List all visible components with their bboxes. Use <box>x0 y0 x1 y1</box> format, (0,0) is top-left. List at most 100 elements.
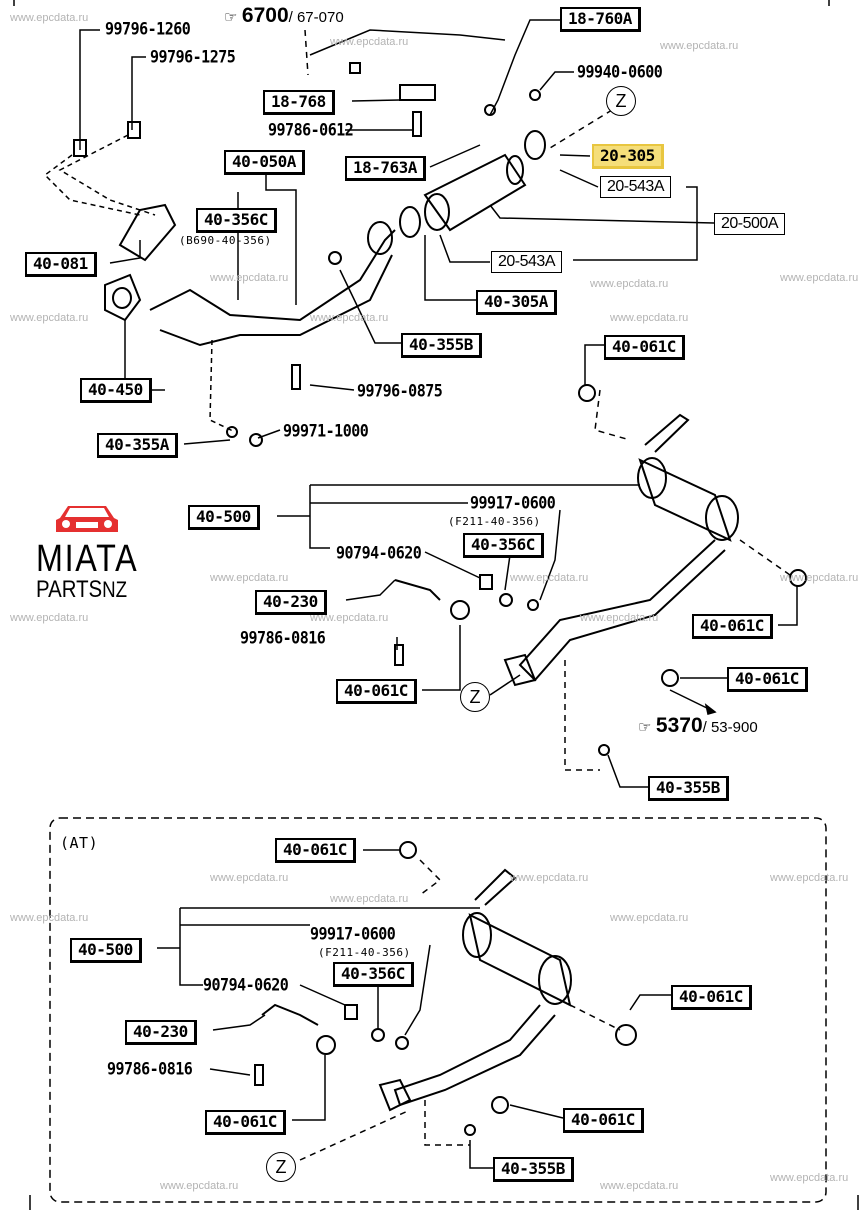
watermark: www.epcdata.ru <box>210 572 289 584</box>
bolt-icon <box>412 111 422 137</box>
part-40-356c-at[interactable]: 40-356C <box>333 962 414 987</box>
part-20-543a-2[interactable]: 20-543A <box>491 251 562 273</box>
ref-sub-number: / 67-070 <box>288 9 344 26</box>
miata-parts-nz-logo: MIATA PARTSNZ <box>36 500 146 602</box>
part-40-081[interactable]: 40-081 <box>25 252 97 277</box>
pointing-hand-icon: ☞ <box>638 719 652 736</box>
bracket-40-081 <box>118 203 177 262</box>
watermark: www.epcdata.ru <box>610 912 689 924</box>
hanger-rubber <box>399 841 417 859</box>
part-40-061c-4[interactable]: 40-061C <box>336 679 417 704</box>
part-40-450[interactable]: 40-450 <box>80 378 152 403</box>
catalytic-converter <box>423 153 527 232</box>
bolt-icon <box>73 139 87 157</box>
watermark: www.epcdata.ru <box>310 312 389 324</box>
watermark: www.epcdata.ru <box>10 312 89 324</box>
gasket-20-305 <box>524 130 546 160</box>
part-90794-0620[interactable]: 90794-0620 <box>336 542 422 564</box>
z-marker: Z <box>606 86 636 116</box>
part-40-061c-at-4[interactable]: 40-061C <box>563 1108 644 1133</box>
part-40-356c[interactable]: 40-356C <box>196 208 277 233</box>
watermark: www.epcdata.ru <box>160 1180 239 1192</box>
pointing-hand-icon: ☞ <box>224 9 238 26</box>
watermark: www.epcdata.ru <box>580 612 659 624</box>
part-40-500-at[interactable]: 40-500 <box>70 938 142 963</box>
part-20-305-highlighted[interactable]: 20-305 <box>592 144 664 169</box>
part-90794-0620-at[interactable]: 90794-0620 <box>203 974 289 996</box>
watermark: www.epcdata.ru <box>590 278 669 290</box>
hanger-rubber <box>316 1035 336 1055</box>
car-icon <box>56 506 118 532</box>
part-20-543a[interactable]: 20-543A <box>600 176 671 198</box>
watermark: www.epcdata.ru <box>210 272 289 284</box>
main-muffler <box>638 458 732 542</box>
part-99917-0600[interactable]: 99917-0600 <box>470 492 556 514</box>
part-shapes <box>73 62 807 1136</box>
part-20-500a[interactable]: 20-500A <box>714 213 785 235</box>
part-99917-0600-note: (F211-40-356) <box>448 515 541 528</box>
watermark: www.epcdata.ru <box>330 36 409 48</box>
part-40-355a[interactable]: 40-355A <box>97 433 178 458</box>
hanger-rubber <box>450 600 470 620</box>
part-40-061c-at-2[interactable]: 40-061C <box>671 985 752 1010</box>
watermark: www.epcdata.ru <box>10 612 89 624</box>
watermark: www.epcdata.ru <box>780 272 859 284</box>
logo-line2a: PARTS <box>36 576 103 603</box>
watermark: www.epcdata.ru <box>610 312 689 324</box>
part-40-305a[interactable]: 40-305A <box>476 290 557 315</box>
logo-line2b: NZ <box>102 577 128 602</box>
part-99796-1260[interactable]: 99796-1260 <box>105 18 191 40</box>
ref-main-number: 6700 <box>241 4 289 27</box>
hanger-rubber <box>615 1024 637 1046</box>
hanger-rubber <box>789 569 807 587</box>
part-99786-0816[interactable]: 99786-0816 <box>240 627 326 649</box>
gasket-40-450 <box>104 273 142 322</box>
bolt-icon <box>127 121 141 139</box>
part-99917-0600-at[interactable]: 99917-0600 <box>310 923 396 945</box>
part-40-230-at[interactable]: 40-230 <box>125 1020 197 1045</box>
watermark: www.epcdata.ru <box>770 1172 849 1184</box>
part-40-500[interactable]: 40-500 <box>188 505 260 530</box>
watermark: www.epcdata.ru <box>210 872 289 884</box>
main-muffler-at <box>468 913 572 1007</box>
front-pipe <box>149 229 396 322</box>
watermark: www.epcdata.ru <box>600 1180 679 1192</box>
part-99796-1275[interactable]: 99796-1275 <box>150 46 236 68</box>
part-40-355b-at[interactable]: 40-355B <box>493 1157 574 1182</box>
part-99917-0600-at-note: (F211-40-356) <box>318 946 411 959</box>
part-40-355b-2[interactable]: 40-355B <box>648 776 729 801</box>
part-18-768[interactable]: 18-768 <box>263 90 335 115</box>
part-40-356c-2[interactable]: 40-356C <box>463 533 544 558</box>
part-40-061c-2[interactable]: 40-061C <box>692 614 773 639</box>
part-40-050a[interactable]: 40-050A <box>224 150 305 175</box>
part-40-355b[interactable]: 40-355B <box>401 333 482 358</box>
hanger-rubber <box>578 384 596 402</box>
part-40-230[interactable]: 40-230 <box>255 590 327 615</box>
part-40-061c[interactable]: 40-061C <box>604 335 685 360</box>
part-99796-0875[interactable]: 99796-0875 <box>357 380 443 402</box>
part-18-760a[interactable]: 18-760A <box>560 7 641 32</box>
part-40-061c-at[interactable]: 40-061C <box>275 838 356 863</box>
part-99940-0600[interactable]: 99940-0600 <box>577 61 663 83</box>
hanger-rubber <box>491 1096 509 1114</box>
watermark: www.epcdata.ru <box>510 572 589 584</box>
watermark: www.epcdata.ru <box>10 12 89 24</box>
watermark: www.epcdata.ru <box>780 572 859 584</box>
part-99786-0816-at[interactable]: 99786-0816 <box>107 1058 193 1080</box>
part-40-061c-at-3[interactable]: 40-061C <box>205 1110 286 1135</box>
gasket-40-305A <box>399 206 421 238</box>
ref-main-number: 5370 <box>655 714 703 737</box>
part-40-356c-note: (B690-40-356) <box>179 234 272 247</box>
part-99786-0612[interactable]: 99786-0612 <box>268 119 354 141</box>
at-section-frame <box>49 817 827 1203</box>
bolt-icon <box>291 364 301 390</box>
part-40-061c-3[interactable]: 40-061C <box>727 667 808 692</box>
part-18-763a[interactable]: 18-763A <box>345 156 426 181</box>
z-marker: Z <box>266 1152 296 1182</box>
reference-5370[interactable]: ☞ 5370/ 53-900 <box>638 714 758 738</box>
part-99971-1000[interactable]: 99971-1000 <box>283 420 369 442</box>
watermark: www.epcdata.ru <box>770 872 849 884</box>
reference-6700[interactable]: ☞ 6700/ 67-070 <box>224 4 344 28</box>
